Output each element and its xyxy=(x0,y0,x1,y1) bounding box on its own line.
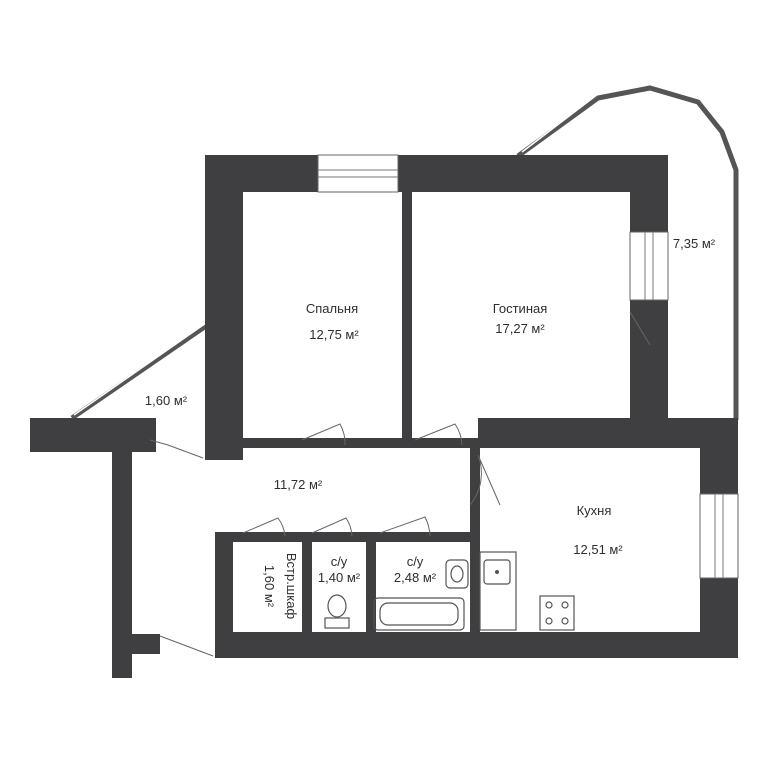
closet-name: Встр.шкаф xyxy=(284,553,299,620)
stove-icon xyxy=(539,595,575,631)
closet-area: 1,60 м² xyxy=(262,565,277,608)
bathtub-icon xyxy=(373,597,465,631)
balcony-right-outline xyxy=(516,83,741,420)
kitchen-counter xyxy=(479,551,517,631)
balcony-left-area: 1,60 м² xyxy=(145,393,188,408)
bedroom-window xyxy=(317,154,399,193)
windows xyxy=(317,154,739,579)
kitchen-area: 12,51 м² xyxy=(573,542,623,557)
bedroom-name: Спальня xyxy=(306,301,358,316)
balcony-left-outline xyxy=(30,322,208,452)
bath-name: с/у xyxy=(407,554,424,569)
bath-area: 2,48 м² xyxy=(394,570,437,585)
wc-name: с/у xyxy=(331,554,348,569)
kitchen-sink-icon xyxy=(483,559,511,585)
kitchen-name: Кухня xyxy=(577,503,612,518)
walls xyxy=(112,155,738,678)
kitchen-window xyxy=(699,493,739,579)
balcony-right-area: 7,35 м² xyxy=(673,236,716,251)
living-window xyxy=(629,231,669,301)
bedroom-area: 12,75 м² xyxy=(309,327,359,342)
living-area: 17,27 м² xyxy=(495,321,545,336)
doors xyxy=(149,311,651,657)
sink-icon xyxy=(445,559,469,589)
wc-area: 1,40 м² xyxy=(318,570,361,585)
toilet-icon xyxy=(324,594,350,629)
living-name: Гостиная xyxy=(493,301,548,316)
hall-area: 11,72 м² xyxy=(274,477,323,492)
